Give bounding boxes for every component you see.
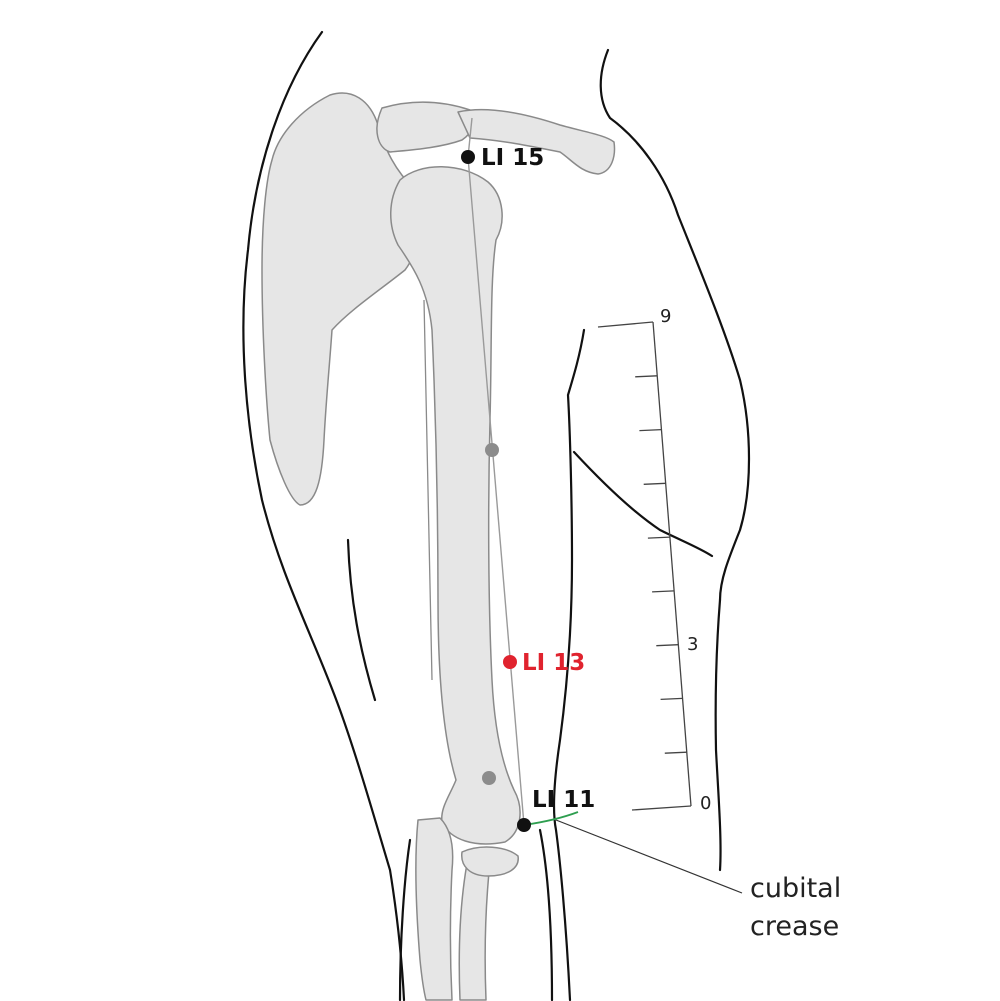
clavicle-acromion-bone [376,101,475,153]
scale-tick [647,536,670,539]
point-li11-label: LI 11 [532,787,595,813]
annotation-line-2: crease [750,911,839,942]
acupoint-li11: LI 11 [517,787,595,832]
guide-dot-lower [482,771,496,785]
scale-axis [652,321,692,807]
meridian-line [467,156,525,826]
forearm-front-outline [538,828,554,1001]
forearm-back-outline [398,838,412,1001]
crease-line [523,811,579,826]
point-li15-label: LI 15 [481,145,544,171]
scale-tick [660,697,683,701]
annotation-line-1: cubital [750,873,841,904]
radius-bone [458,857,491,1001]
neck-outline [599,48,751,602]
scale-label-mid: 3 [687,634,698,655]
point-li13-label: LI 13 [522,650,585,676]
chest-outline [714,598,722,872]
point-li15-marker [461,150,475,164]
skeleton [261,92,616,1001]
scale-tick [635,375,658,378]
point-li13-marker [503,655,517,669]
scale-tick [664,751,687,754]
proportional-scale: 9 3 0 [597,306,711,814]
humerus-bone [390,166,521,845]
clavicle-bone [457,108,616,175]
back-outline [242,30,406,1001]
ulna-bone [415,817,454,1001]
point-li11-marker [517,818,531,832]
guide-dot-upper [485,443,499,457]
radial-head-bone [461,846,519,877]
scale-label-top: 9 [660,306,671,327]
cubital-crease-marker: cubital crease [523,811,841,942]
chest-fold-outline [572,450,714,558]
scale-label-bottom: 0 [700,793,711,814]
body-outline [242,30,751,1001]
scale-tick [656,644,679,647]
scale-tick [643,482,666,485]
crease-leader-line [555,819,743,894]
acupoint-li13: LI 13 [503,650,585,676]
axilla-outline [346,538,377,702]
scale-tick [652,590,675,593]
scale-bottom-cap [631,805,692,811]
front-arm-outline [552,328,586,1001]
humerus-shaft-line [423,299,433,681]
scale-top-cap [597,321,654,328]
scale-tick [639,428,662,432]
scapula-bone [261,92,421,506]
acupoint-li15: LI 15 [461,145,544,171]
